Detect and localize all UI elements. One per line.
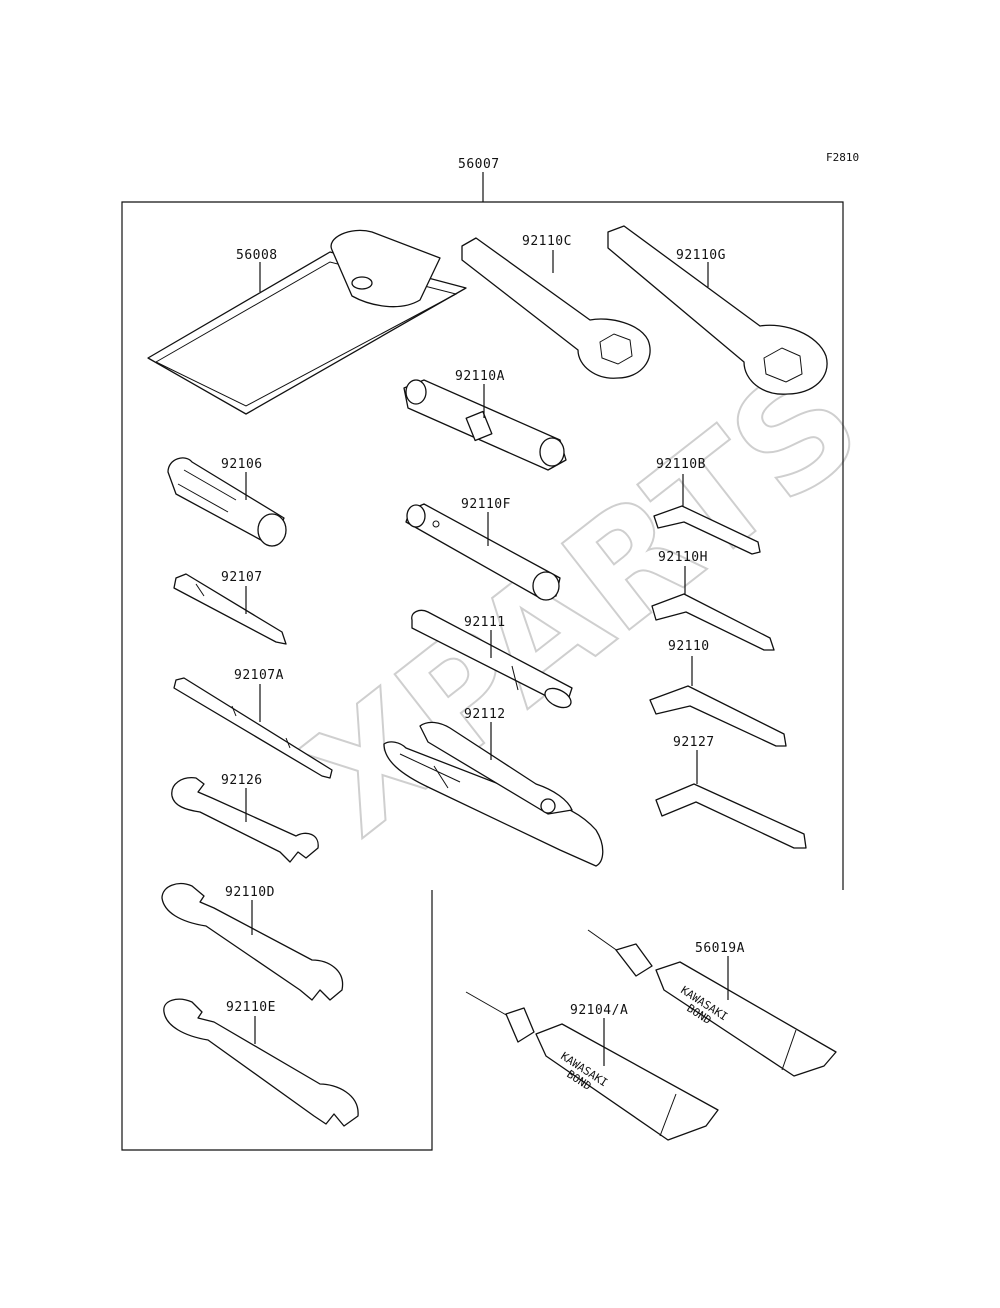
- spanner-92110e: [163, 998, 359, 1127]
- box-wrench-92110c: [461, 237, 651, 379]
- hex-key-92110: [649, 685, 787, 747]
- label-92106: 92106: [221, 457, 263, 472]
- label-92110b: 92110B: [656, 457, 706, 472]
- label-92126: 92126: [221, 773, 263, 788]
- watermark: XPARTS: [275, 333, 892, 868]
- label-92127: 92127: [673, 735, 715, 750]
- screwdriver-92107a: [173, 677, 333, 779]
- hex-key-92110h: [651, 593, 775, 651]
- label-56008: 56008: [236, 248, 278, 263]
- figure-code: F2810: [826, 151, 859, 164]
- label-56019a: 56019A: [695, 941, 745, 956]
- socket-wrench-92110a: [403, 379, 567, 471]
- screwdriver-bit-92107: [173, 573, 287, 645]
- spanner-92110d: [161, 883, 344, 1001]
- hex-key-92127: [655, 783, 807, 849]
- extension-bar-92111: [411, 609, 573, 709]
- label-92110d: 92110D: [225, 885, 275, 900]
- label-92110h: 92110H: [658, 550, 708, 565]
- label-92110e: 92110E: [226, 1000, 276, 1015]
- label-56007: 56007: [458, 157, 500, 172]
- screwdriver-handle-92106: [167, 457, 287, 547]
- bond-tube-56019a: KAWASAKI BOND: [587, 929, 837, 1077]
- label-92110f: 92110F: [461, 497, 511, 512]
- bond-tube-92104a: KAWASAKI BOND: [465, 991, 719, 1141]
- tool-pouch: [147, 229, 467, 415]
- label-92110c: 92110C: [522, 234, 572, 249]
- box-wrench-92110g: [607, 225, 828, 395]
- kit-frame: [121, 172, 844, 1151]
- label-92107: 92107: [221, 570, 263, 585]
- tube-wrench-92110f: [405, 503, 561, 601]
- label-92104a: 92104/A: [570, 1003, 628, 1018]
- label-92110: 92110: [668, 639, 710, 654]
- label-92112: 92112: [464, 707, 506, 722]
- label-92110a: 92110A: [455, 369, 505, 384]
- hex-key-92110b: [653, 505, 761, 555]
- label-92111: 92111: [464, 615, 506, 630]
- spanner-92126: [171, 777, 319, 863]
- label-92110g: 92110G: [676, 248, 726, 263]
- pliers-92112: [383, 721, 604, 867]
- label-92107a: 92107A: [234, 668, 284, 683]
